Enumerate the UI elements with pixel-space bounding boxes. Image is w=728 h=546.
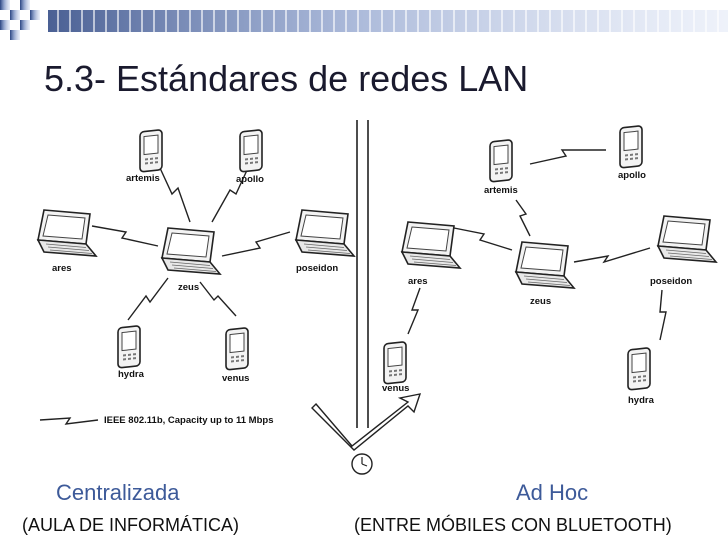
right-wireless-links <box>407 149 667 341</box>
node-label-zeus: zeus <box>530 296 551 307</box>
phone-icon <box>489 138 513 183</box>
slide-title: 5.3- Estándares de redes LAN <box>44 58 529 99</box>
phone-icon <box>225 326 249 371</box>
phone-icon <box>117 324 141 369</box>
phone-icon <box>627 346 651 391</box>
phone-icon <box>239 128 263 173</box>
laptop-icon <box>657 215 717 263</box>
laptop-icon <box>295 209 355 257</box>
phone-icon <box>383 340 407 385</box>
header-pattern <box>0 0 728 48</box>
node-label-poseidon: poseidon <box>296 263 338 274</box>
caption-adhoc: Ad Hoc <box>516 480 589 505</box>
laptop-icon <box>401 221 461 269</box>
transition-arrow <box>311 393 422 451</box>
node-label-venus: venus <box>222 373 249 384</box>
divider <box>311 120 422 475</box>
laptop-icon <box>161 227 221 275</box>
clock-icon <box>351 453 373 475</box>
phone-icon <box>139 128 163 173</box>
node-label-apollo: apollo <box>618 170 646 181</box>
node-label-apollo: apollo <box>236 174 264 185</box>
phone-icon <box>619 124 643 169</box>
node-label-venus: venus <box>382 383 409 394</box>
node-label-ares: ares <box>408 276 428 287</box>
caption-centralizada: Centralizada <box>56 480 180 505</box>
node-label-ares: ares <box>52 263 72 274</box>
subcaption-aula: (AULA DE INFORMÁTICA) <box>22 515 240 535</box>
node-label-artemis: artemis <box>484 185 518 196</box>
node-label-poseidon: poseidon <box>650 276 692 287</box>
subcaption-bluetooth: (ENTRE MÓBILES CON BLUETOOTH) <box>354 515 672 535</box>
laptop-icon <box>37 209 97 257</box>
right-diagram: artemis apollo ares zeus poseidon venus … <box>382 124 717 406</box>
node-label-hydra: hydra <box>118 369 145 380</box>
left-wireless-links <box>39 167 291 425</box>
node-label-artemis: artemis <box>126 173 160 184</box>
legend-label: IEEE 802.11b, Capacity up to 11 Mbps <box>104 415 273 426</box>
node-label-zeus: zeus <box>178 282 199 293</box>
laptop-icon <box>515 241 575 289</box>
left-diagram: artemis apollo ares zeus poseidon hydra … <box>37 128 355 426</box>
node-label-hydra: hydra <box>628 395 655 406</box>
